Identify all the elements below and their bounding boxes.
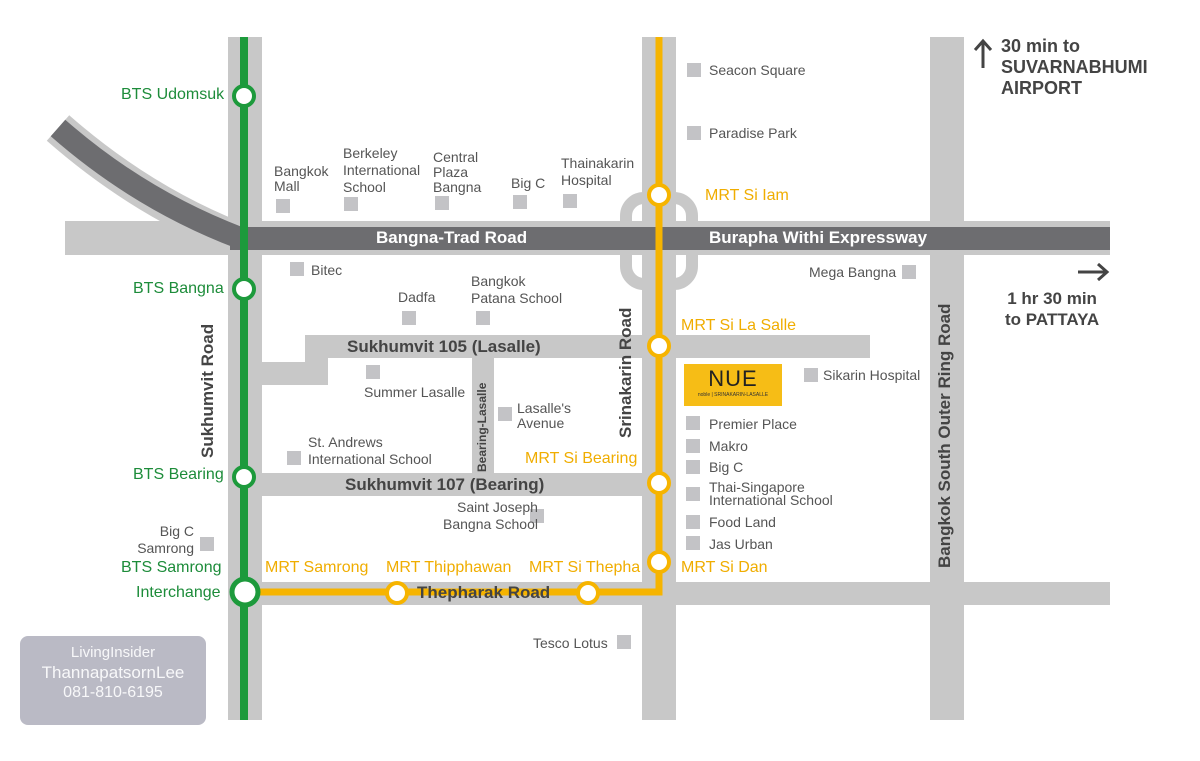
- place-marker-icon: [366, 365, 380, 379]
- place-marker-icon: [476, 311, 490, 325]
- label-mrt-si-iam: MRT Si Iam: [705, 187, 789, 204]
- label-bts-bangna: BTS Bangna: [133, 280, 224, 297]
- thepharak-road: [262, 582, 1110, 605]
- place-paradise: Paradise Park: [709, 125, 797, 141]
- place-marker-icon: [276, 199, 290, 213]
- station-mrt-si-lasalle: [647, 334, 671, 358]
- label-mrt-si-lasalle: MRT Si La Salle: [681, 317, 797, 334]
- arrow-up-icon: [973, 38, 993, 68]
- road-label-outer-ring: Bangkok South Outer Ring Road: [935, 303, 954, 568]
- place-bigc: Big C: [709, 459, 744, 475]
- place-marker-icon: [686, 460, 700, 474]
- place-marker-icon: [402, 311, 416, 325]
- station-bts-bearing: [232, 465, 256, 489]
- soi-107-road: [262, 473, 642, 496]
- place-marker-icon: [686, 416, 700, 430]
- label-mrt-samrong: MRT Samrong: [265, 559, 369, 576]
- place-marker-icon: [687, 63, 701, 77]
- bangna-trad-road: [230, 227, 1110, 250]
- place-premier: Premier Place: [709, 416, 797, 432]
- watermark: LivingInsider ThannapatsornLee 081-810-6…: [20, 636, 206, 725]
- place-marker-icon: [435, 196, 449, 210]
- road-label-bearing-lasalle: Bearing-Lasalle: [475, 382, 489, 472]
- outer-ring-road: [930, 37, 964, 720]
- station-bts-samrong: [229, 576, 261, 608]
- road-label-srinakarin: Srinakarin Road: [616, 307, 635, 438]
- place-marker-icon: [290, 262, 304, 276]
- place-mega: Mega Bangna: [809, 264, 897, 280]
- watermark-agent: ThannapatsornLee: [41, 663, 185, 682]
- station-mrt-si-thepha: [576, 581, 600, 605]
- road-label-soi-107: Sukhumvit 107 (Bearing): [345, 475, 545, 494]
- place-marker-icon: [687, 126, 701, 140]
- label-mrt-si-dan: MRT Si Dan: [681, 559, 768, 576]
- label-mrt-si-bearing: MRT Si Bearing: [525, 450, 638, 467]
- mrt-yellow-line: [245, 37, 663, 596]
- road-label-bangna-trad: Bangna-Trad Road: [376, 228, 528, 247]
- place-bigc-top: Big C: [511, 175, 546, 191]
- project-logo-nue: NUE noble | SRINAKARIN-LASALLE: [684, 364, 782, 406]
- label-bts-udomsuk: BTS Udomsuk: [121, 86, 225, 103]
- place-makro: Makro: [709, 438, 748, 454]
- station-mrt-si-dan: [647, 550, 671, 574]
- label-interchange: Interchange: [136, 584, 221, 601]
- place-marker-icon: [498, 407, 512, 421]
- station-mrt-thipphawan: [385, 581, 409, 605]
- place-bitec: Bitec: [311, 262, 343, 278]
- station-bts-udomsuk: [232, 84, 256, 108]
- label-bts-samrong: BTS Samrong: [121, 559, 222, 576]
- expressway-curve: [50, 119, 244, 249]
- label-bts-bearing: BTS Bearing: [133, 466, 224, 483]
- place-marker-icon: [686, 515, 700, 529]
- place-dadfa: Dadfa: [398, 289, 436, 305]
- road-label-thepharak: Thepharak Road: [417, 583, 551, 602]
- place-marker-icon: [200, 537, 214, 551]
- label-mrt-si-thepha: MRT Si Thepha: [529, 559, 641, 576]
- place-marker-icon: [563, 194, 577, 208]
- place-marker-icon: [530, 509, 544, 523]
- arrow-right-icon: [1078, 262, 1110, 282]
- place-seacon: Seacon Square: [709, 62, 806, 78]
- place-tesco: Tesco Lotus: [533, 635, 608, 651]
- place-sikarin: Sikarin Hospital: [823, 367, 921, 383]
- place-marker-icon: [344, 197, 358, 211]
- label-mrt-thipphawan: MRT Thipphawan: [386, 559, 512, 576]
- road-label-burapha: Burapha Withi Expressway: [709, 228, 928, 247]
- bearing-lasalle-road: [472, 358, 494, 473]
- road-label-soi-105: Sukhumvit 105 (Lasalle): [347, 337, 541, 356]
- place-summer: Summer Lasalle: [364, 384, 466, 400]
- place-marker-icon: [686, 536, 700, 550]
- place-marker-icon: [902, 265, 916, 279]
- place-marker-icon: [287, 451, 301, 465]
- road-label-sukhumvit: Sukhumvit Road: [198, 323, 217, 458]
- place-jas: Jas Urban: [709, 536, 773, 552]
- watermark-phone: 081-810-6195: [63, 684, 163, 701]
- place-marker-icon: [804, 368, 818, 382]
- watermark-brand: LivingInsider: [70, 644, 156, 661]
- place-foodland: Food Land: [709, 514, 776, 530]
- station-mrt-si-bearing: [647, 471, 671, 495]
- place-marker-icon: [617, 635, 631, 649]
- station-bts-bangna: [232, 277, 256, 301]
- station-mrt-si-iam: [647, 183, 671, 207]
- place-marker-icon: [686, 439, 700, 453]
- soi-105-road: [305, 335, 870, 358]
- place-marker-icon: [513, 195, 527, 209]
- place-marker-icon: [686, 487, 700, 501]
